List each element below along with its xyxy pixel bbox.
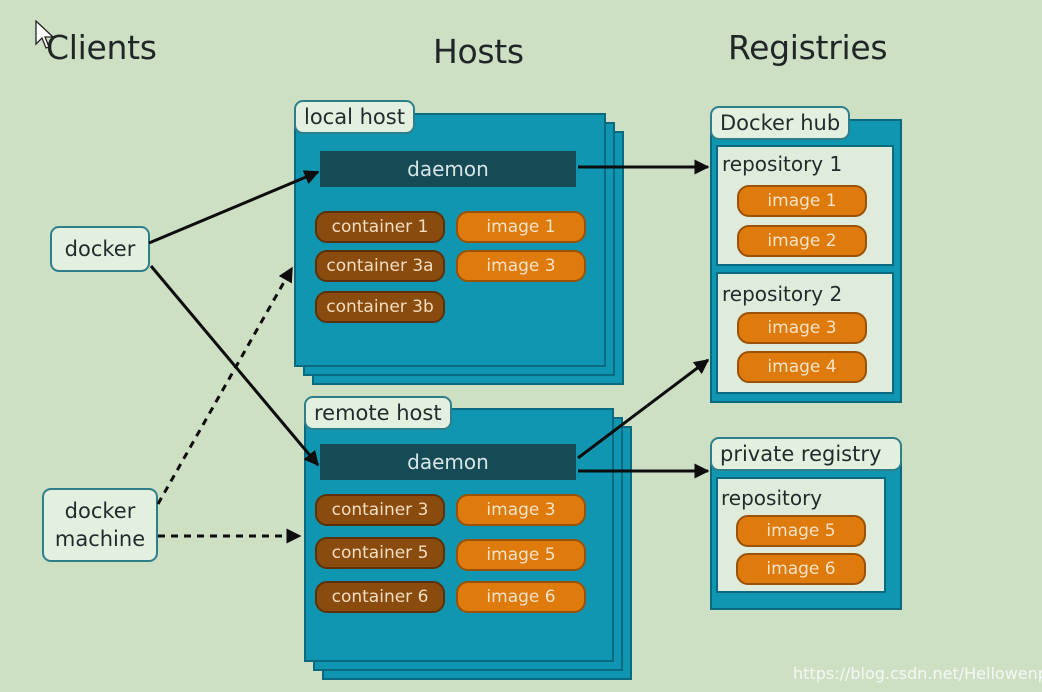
remote-image-3: image 3: [456, 494, 586, 526]
local-image-1: image 1: [456, 211, 586, 243]
repository-1-label: repository 1: [722, 152, 843, 176]
local-container-3b: container 3b: [315, 291, 445, 323]
private-image-6: image 6: [736, 553, 866, 585]
arrow-docker-to-local-daemon: [148, 170, 320, 245]
local-container-1: container 1: [315, 211, 445, 243]
private-repository-label: repository: [721, 486, 823, 510]
private-image-5: image 5: [736, 515, 866, 547]
clients-title: Clients: [46, 28, 157, 67]
hub-repo2-image-4: image 4: [737, 351, 867, 383]
remote-daemon: daemon: [320, 444, 576, 480]
docker-client: docker: [50, 226, 150, 272]
local-daemon: daemon: [320, 151, 576, 187]
local-image-3: image 3: [456, 250, 586, 282]
remote-host-label: remote host: [304, 396, 452, 430]
mouse-cursor-icon: [35, 20, 55, 49]
docker-client-label: docker: [64, 237, 136, 261]
remote-container-5: container 5: [315, 537, 445, 569]
local-container-3a: container 3a: [315, 250, 445, 282]
hosts-title: Hosts: [433, 32, 524, 71]
hub-repo1-image-2: image 2: [737, 225, 867, 257]
remote-image-6: image 6: [456, 581, 586, 613]
hub-repo1-image-1: image 1: [737, 185, 867, 217]
remote-container-6: container 6: [315, 581, 445, 613]
remote-container-3: container 3: [315, 494, 445, 526]
arrow-machine-to-local-host: [156, 266, 294, 505]
repository-2-label: repository 2: [722, 282, 843, 306]
local-host-label: local host: [294, 100, 415, 134]
docker-machine-label-line1: docker: [64, 499, 136, 523]
remote-image-5: image 5: [456, 539, 586, 571]
docker-machine-label-line2: machine: [54, 527, 146, 551]
private-registry-label: private registry: [710, 437, 902, 471]
watermark: https://blog.csdn.net/Hellowenpan: [793, 664, 1042, 683]
arrow-docker-to-remote-daemon: [149, 265, 320, 467]
hub-repo2-image-3: image 3: [737, 312, 867, 344]
arrow-remote-daemon-to-docker-hub: [577, 358, 710, 460]
docker-machine-client: docker machine: [42, 488, 158, 562]
registries-title: Registries: [728, 28, 888, 67]
docker-hub-label: Docker hub: [710, 106, 851, 140]
